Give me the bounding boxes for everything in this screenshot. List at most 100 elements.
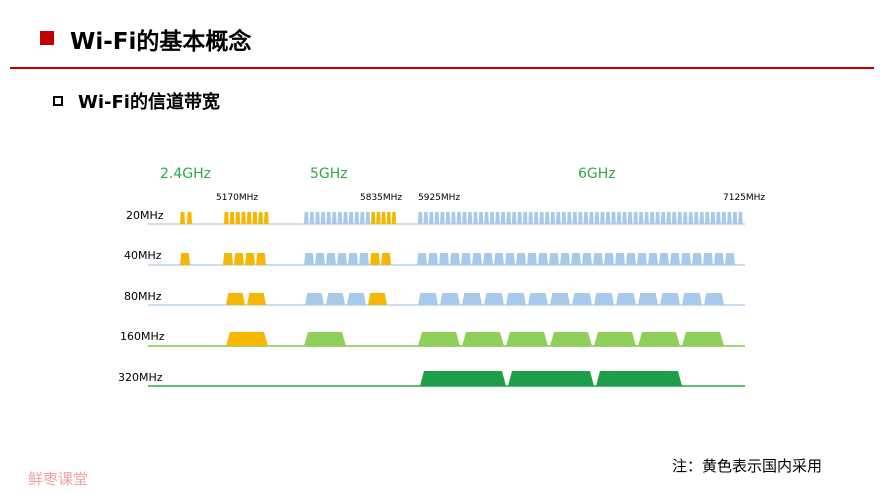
channel-20mhz — [381, 212, 386, 224]
channel-20mhz — [572, 212, 578, 224]
channel-20mhz — [445, 212, 451, 224]
channel-160mhz — [304, 332, 346, 346]
channel-20mhz — [252, 212, 258, 224]
channel-20mhz — [478, 212, 484, 224]
channel-20mhz — [180, 212, 185, 224]
channel-20mhz — [699, 212, 705, 224]
channel-20mhz — [309, 212, 315, 224]
channel-40mhz — [571, 253, 581, 265]
channel-40mhz — [692, 253, 702, 265]
channel-40mhz — [604, 253, 614, 265]
band-label-6ghz: 6GHz — [578, 166, 616, 182]
channel-80mhz — [484, 293, 504, 305]
channel-80mhz — [368, 293, 387, 305]
channel-160mhz — [682, 332, 724, 346]
channel-20mhz — [660, 212, 666, 224]
channel-40mhz — [348, 253, 358, 265]
channel-160mhz — [594, 332, 636, 346]
channel-20mhz — [694, 212, 699, 224]
channel-40mhz — [725, 253, 735, 265]
channel-20mhz — [371, 212, 376, 224]
channel-20mhz — [544, 212, 550, 224]
channel-20mhz — [688, 212, 694, 224]
channel-160mhz — [226, 332, 268, 346]
channel-20mhz — [633, 212, 638, 224]
channel-20mhz — [649, 212, 655, 224]
channel-40mhz — [461, 253, 471, 265]
channel-20mhz — [611, 212, 616, 224]
channel-20mhz — [561, 212, 567, 224]
channel-80mhz — [638, 293, 658, 305]
section-subtitle: Wi-Fi的信道带宽 — [78, 92, 220, 113]
channel-320mhz — [420, 371, 506, 386]
channel-20mhz — [467, 212, 473, 224]
channel-40mhz — [637, 253, 647, 265]
title-bullet — [40, 31, 54, 45]
channel-80mhz — [550, 293, 570, 305]
channel-20mhz — [638, 212, 644, 224]
watermark: 鲜枣课堂 — [28, 470, 89, 488]
channel-20mhz — [627, 212, 633, 224]
channel-20mhz — [337, 212, 343, 224]
channel-40mhz — [326, 253, 336, 265]
channel-80mhz — [660, 293, 680, 305]
channel-40mhz — [648, 253, 658, 265]
channel-40mhz — [516, 253, 526, 265]
channel-20mhz — [517, 212, 522, 224]
channel-20mhz — [583, 212, 589, 224]
channel-20mhz — [605, 212, 611, 224]
channel-20mhz — [500, 212, 506, 224]
channel-80mhz — [226, 293, 245, 305]
channel-40mhz — [417, 253, 427, 265]
channel-20mhz — [320, 212, 326, 224]
channel-20mhz — [721, 212, 727, 224]
channel-160mhz — [462, 332, 504, 346]
channel-40mhz — [670, 253, 680, 265]
channel-20mhz — [241, 212, 246, 224]
band-label-5ghz: 5GHz — [310, 166, 348, 182]
freq-marker-5170: 5170MHz — [216, 193, 258, 203]
channel-40mhz — [180, 253, 190, 265]
channel-20mhz — [622, 212, 627, 224]
channel-20mhz — [710, 212, 716, 224]
channel-40mhz — [472, 253, 482, 265]
channel-20mhz — [589, 212, 594, 224]
channel-40mhz — [439, 253, 449, 265]
channel-80mhz — [616, 293, 636, 305]
channel-40mhz — [234, 253, 244, 265]
channel-20mhz — [600, 212, 605, 224]
channel-20mhz — [343, 212, 348, 224]
row-label-160mhz: 160MHz — [120, 330, 165, 343]
channel-20mhz — [235, 212, 241, 224]
channel-20mhz — [376, 212, 381, 224]
channel-20mhz — [224, 212, 229, 224]
channel-blocks — [148, 212, 745, 387]
channel-20mhz — [229, 212, 235, 224]
channel-80mhz — [305, 293, 324, 305]
channel-40mhz — [450, 253, 460, 265]
channel-40mhz — [483, 253, 493, 265]
channel-20mhz — [304, 212, 309, 224]
channel-40mhz — [582, 253, 592, 265]
freq-marker-7125: 7125MHz — [723, 193, 765, 203]
channel-40mhz — [223, 253, 233, 265]
channel-40mhz — [304, 253, 314, 265]
channel-20mhz — [528, 212, 533, 224]
channel-80mhz — [462, 293, 482, 305]
channel-20mhz — [578, 212, 583, 224]
channel-40mhz — [714, 253, 724, 265]
title-divider — [10, 67, 874, 69]
channel-40mhz — [681, 253, 691, 265]
channel-40mhz — [560, 253, 570, 265]
freq-marker-5835: 5835MHz — [360, 193, 402, 203]
channel-20mhz — [677, 212, 683, 224]
channel-20mhz — [671, 212, 677, 224]
channel-40mhz — [626, 253, 636, 265]
channel-40mhz — [659, 253, 669, 265]
channel-20mhz — [727, 212, 732, 224]
channel-40mhz — [549, 253, 559, 265]
channel-80mhz — [247, 293, 266, 305]
channel-80mhz — [528, 293, 548, 305]
channel-160mhz — [418, 332, 460, 346]
channel-20mhz — [429, 212, 434, 224]
